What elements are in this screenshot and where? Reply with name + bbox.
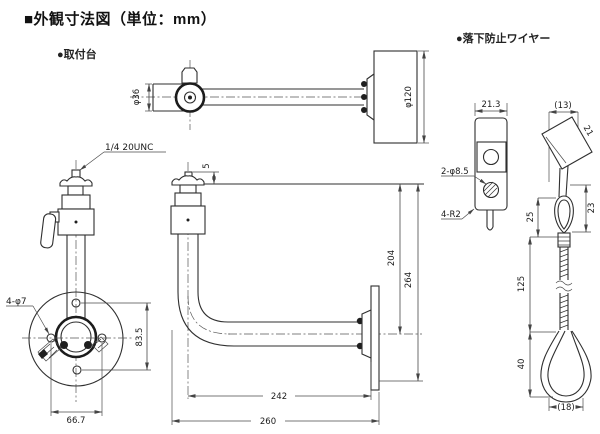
dim-18: (18) [557, 403, 574, 413]
dim-thread: 1/4 20UNC [105, 143, 153, 153]
dim-13: (13) [554, 101, 571, 111]
wire-drawing: (13) 21 [517, 101, 597, 413]
front-view-drawing: 1/4 20UNC [6, 143, 166, 426]
dim-phi36: φ36 [132, 89, 142, 105]
dim-4r2: 4-R2 [441, 210, 461, 220]
dim-264: 264 [404, 272, 414, 288]
dim-21: 21 [581, 124, 595, 138]
dim-5: 5 [202, 163, 212, 168]
mount-section-label: ●取付台 [57, 49, 97, 61]
top-view-drawing: φ36 φ120 [130, 50, 429, 144]
dim-242: 242 [271, 392, 287, 402]
dim-phi120: φ120 [404, 86, 414, 108]
dim-23: 23 [587, 203, 597, 214]
dim-260: 260 [260, 417, 276, 427]
dim-25: 25 [526, 212, 536, 223]
wire-section-label: ●落下防止ワイヤー [456, 33, 551, 45]
dim-2phi8-5: 2-φ8.5 [441, 167, 469, 177]
bracket-plate-drawing: 21.3 2-φ8.5 4-R2 [441, 100, 508, 231]
dim-83-5: 83.5 [135, 328, 145, 347]
dim-66-7: 66.7 [67, 416, 86, 426]
dim-125: 125 [517, 276, 527, 292]
dim-4phi7: 4-φ7 [6, 297, 27, 307]
page-title: ■外観寸法図（単位：mm） [24, 11, 217, 28]
side-view-drawing: 5 204 264 242 260 [170, 162, 424, 427]
dim-21-3: 21.3 [482, 100, 501, 110]
dim-40: 40 [517, 359, 527, 370]
dim-204: 204 [387, 250, 397, 266]
